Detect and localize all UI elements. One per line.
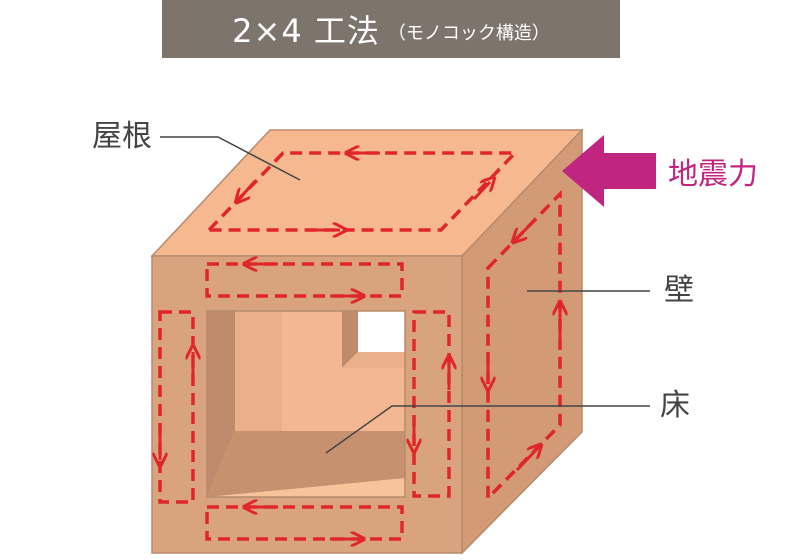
roof-arrow-up: [472, 182, 490, 201]
leader-lines: [160, 136, 650, 454]
title-banner: 2×4 工法 （モノコック構造）: [162, 0, 620, 58]
roof-leader-line: [160, 136, 301, 181]
force-flow-paths: [158, 151, 562, 541]
side-arrow-top-diag: [517, 217, 538, 238]
roof-label: 屋根: [92, 119, 152, 154]
floor-label: 床: [660, 388, 690, 423]
side-arrow-bottom-diag: [515, 449, 537, 472]
front-bottom-flow-loop: [205, 505, 404, 541]
front-top-flow-loop: [205, 262, 404, 298]
wall-label: 壁: [664, 273, 694, 308]
diagram-subtitle: （モノコック構造）: [387, 23, 550, 44]
front-right-flow-loop: [412, 310, 451, 498]
flow-arrows: [160, 153, 560, 539]
roof-arrow-down: [240, 180, 257, 198]
roof-flow-loop: [204, 151, 520, 232]
diagram-title: 2×4 工法: [232, 12, 380, 50]
side-flow-loop: [486, 189, 562, 503]
floor-leader-line: [325, 405, 650, 454]
front-left-flow-loop: [158, 310, 195, 504]
seismic-force-label: 地震力: [668, 157, 758, 192]
front-opening: [206, 310, 406, 498]
seismic-force-arrow: [562, 135, 656, 207]
